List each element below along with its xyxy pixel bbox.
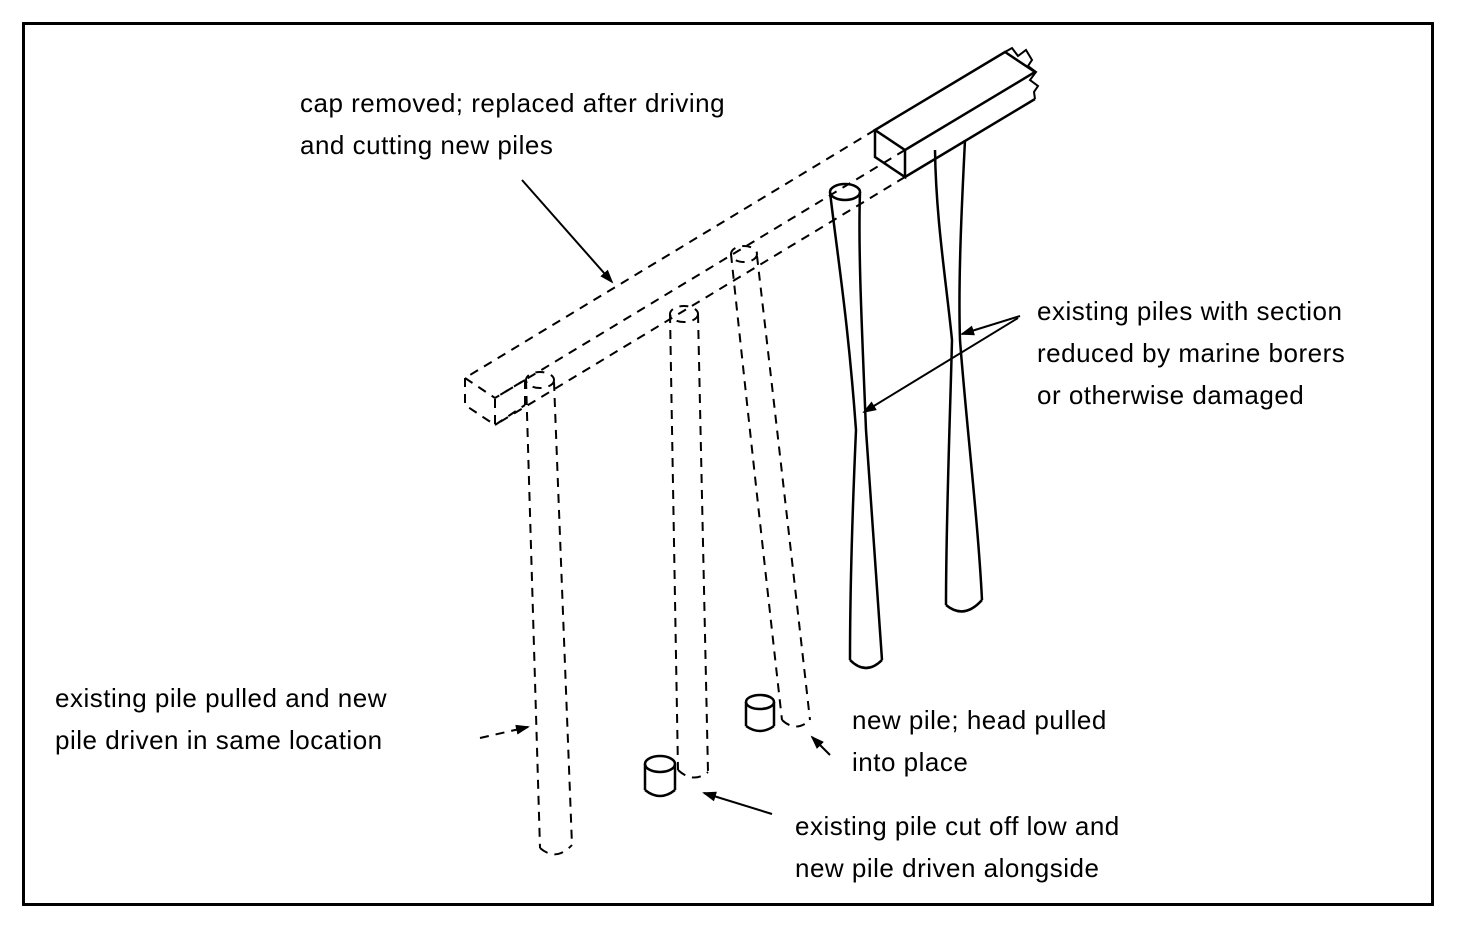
cut-off-arrow <box>702 791 773 815</box>
diagram-frame <box>22 22 1434 906</box>
head-pulled-label-line-2: into place <box>852 747 969 777</box>
damaged-pile-1 <box>828 182 884 670</box>
damaged-arrow-upper <box>960 315 1021 336</box>
head-pulled-label: new pile; head pulled into place <box>852 699 1107 783</box>
damaged-label-line-3: or otherwise damaged <box>1037 380 1305 410</box>
new-pile-alongside <box>669 305 709 779</box>
cut-off-label: existing pile cut off low and new pile d… <box>795 805 1120 889</box>
head-pulled-label-line-1: new pile; head pulled <box>852 705 1107 735</box>
damaged-pile-2 <box>933 139 984 613</box>
new-pile-head-pulled <box>730 245 811 728</box>
head-pulled-arrow <box>810 735 831 756</box>
cut-off-label-line-2: new pile driven alongside <box>795 853 1100 883</box>
damaged-arrow-lower <box>862 317 1019 414</box>
leader-arrows <box>479 179 1021 815</box>
damaged-piles-label: existing piles with section reduced by m… <box>1037 290 1345 416</box>
cap-arrow <box>521 179 614 284</box>
damaged-label-line-1: existing piles with section <box>1037 296 1343 326</box>
existing-cap-solid <box>872 46 1040 180</box>
pulled-label-line-1: existing pile pulled and new <box>55 683 387 713</box>
pile-pulled-same-location <box>525 371 573 856</box>
cap-label: cap removed; replaced after driving and … <box>300 82 725 166</box>
cap-label-line-1: cap removed; replaced after driving <box>300 88 726 118</box>
cut-off-pile-stub <box>643 754 677 798</box>
pulled-pile-label: existing pile pulled and new pile driven… <box>55 677 387 761</box>
pulled-arrow <box>479 724 530 739</box>
cap-label-line-2: and cutting new piles <box>300 130 554 160</box>
pulled-label-line-2: pile driven in same location <box>55 725 383 755</box>
cut-off-label-line-1: existing pile cut off low and <box>795 811 1120 841</box>
damaged-label-line-2: reduced by marine borers <box>1037 338 1346 368</box>
head-pulled-pile-stub <box>744 693 776 733</box>
removed-cap-dashed <box>464 129 906 427</box>
